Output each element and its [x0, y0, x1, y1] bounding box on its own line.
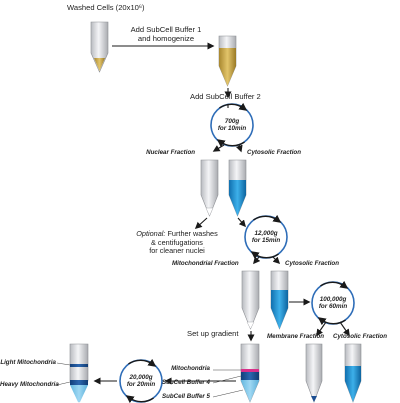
- tube-gradient-setup: [240, 343, 260, 403]
- arrow-to-cytosolic2: [272, 256, 281, 265]
- arrow-to-mitochondrial: [253, 256, 261, 265]
- step-add-buffer2: Add SubCell Buffer 2: [190, 92, 261, 101]
- tube-membrane-fraction: [305, 343, 323, 403]
- step-set-up-gradient: Set up gradient: [187, 329, 239, 338]
- label-mitochondrial-fraction: Mitochondrial Fraction: [172, 260, 239, 267]
- spin4-time: for 20min: [126, 381, 156, 389]
- label-membrane-fraction: Membrane Fraction: [267, 333, 325, 340]
- tube-cytosolic-fraction-2: [270, 270, 289, 330]
- step-add-buffer1: Add SubCell Buffer 1 and homogenize: [116, 25, 216, 43]
- tube-gradient-result: [69, 343, 89, 403]
- optional-note: Optional: Further washes & centifugation…: [133, 229, 221, 256]
- arrow-to-cytosolic1: [235, 144, 243, 153]
- spin-label-3: 100,000g for 60min: [311, 296, 355, 310]
- tube-homogenate: [218, 35, 237, 87]
- spin2-speed: 12,000g: [254, 230, 278, 237]
- flow-arrows: [93, 42, 350, 385]
- step-add-buffer1-line2: and homogenize: [137, 33, 195, 43]
- optional-note-line1: Optional: Further washes: [133, 229, 221, 239]
- spin-label-2: 12,000g for 15min: [246, 230, 286, 244]
- spin-label-1: 700g for 10min: [212, 118, 252, 132]
- optional-prefix: Optional:: [136, 229, 166, 238]
- spin1-speed: 700g: [224, 118, 240, 125]
- label-subcell-buffer4: SubCell Buffer 4: [161, 379, 210, 386]
- optional-line-3: for cleaner nuclei: [149, 246, 205, 256]
- centrifuge-ring-2: [244, 214, 288, 260]
- spin3-speed: 100,000g: [319, 296, 347, 303]
- title-washed-cells: Washed Cells (20x10⁶): [67, 3, 145, 12]
- optional-line-2: & centifugations: [151, 237, 203, 247]
- arrow-to-membrane: [316, 321, 327, 337]
- arrow-to-nuclear: [212, 144, 225, 152]
- tube-cytosolic-fraction-3: [344, 343, 362, 403]
- spin2-time: for 15min: [251, 237, 281, 245]
- centrifuge-ring-1: [210, 102, 254, 148]
- label-heavy-mitochondria: Heavy Mitochondria: [0, 381, 59, 388]
- label-cytosolic-fraction-2: Cytosolic Fraction: [285, 260, 339, 267]
- arrow-to-spin2: [237, 217, 246, 228]
- spin4-speed: 20,000g: [129, 374, 153, 381]
- centrifuge-ring-3: [311, 280, 355, 326]
- label-light-mitochondria: Light Mitochondria: [0, 359, 56, 366]
- label-subcell-buffer5: SubCell Buffer 5: [161, 393, 210, 400]
- tube-mitochondrial-fraction: [241, 270, 260, 330]
- arrow-to-optional: [194, 217, 208, 230]
- arrow-to-cytosolic3: [339, 321, 350, 337]
- tube-nuclear-fraction: [200, 159, 219, 217]
- spin3-time: for 60min: [318, 303, 348, 311]
- gradient-leader-lines: [56, 362, 244, 398]
- centrifuge-ring-4: [119, 358, 163, 403]
- label-cytosolic-fraction-1: Cytosolic Fraction: [247, 149, 301, 156]
- label-nuclear-fraction: Nuclear Fraction: [146, 149, 195, 156]
- label-cytosolic-fraction-3: Cytosolic Fraction: [333, 333, 387, 340]
- spin1-time: for 10min: [217, 125, 247, 133]
- label-mitochondria-band: Mitochondria: [171, 365, 210, 372]
- spin-label-4: 20,000g for 20min: [121, 374, 161, 388]
- tube-cytosolic-fraction-1: [228, 159, 247, 217]
- tube-washed-cells: [90, 21, 109, 73]
- optional-line-1: Further washes: [167, 229, 218, 238]
- step-add-buffer1-line1: Add SubCell Buffer 1: [130, 25, 202, 34]
